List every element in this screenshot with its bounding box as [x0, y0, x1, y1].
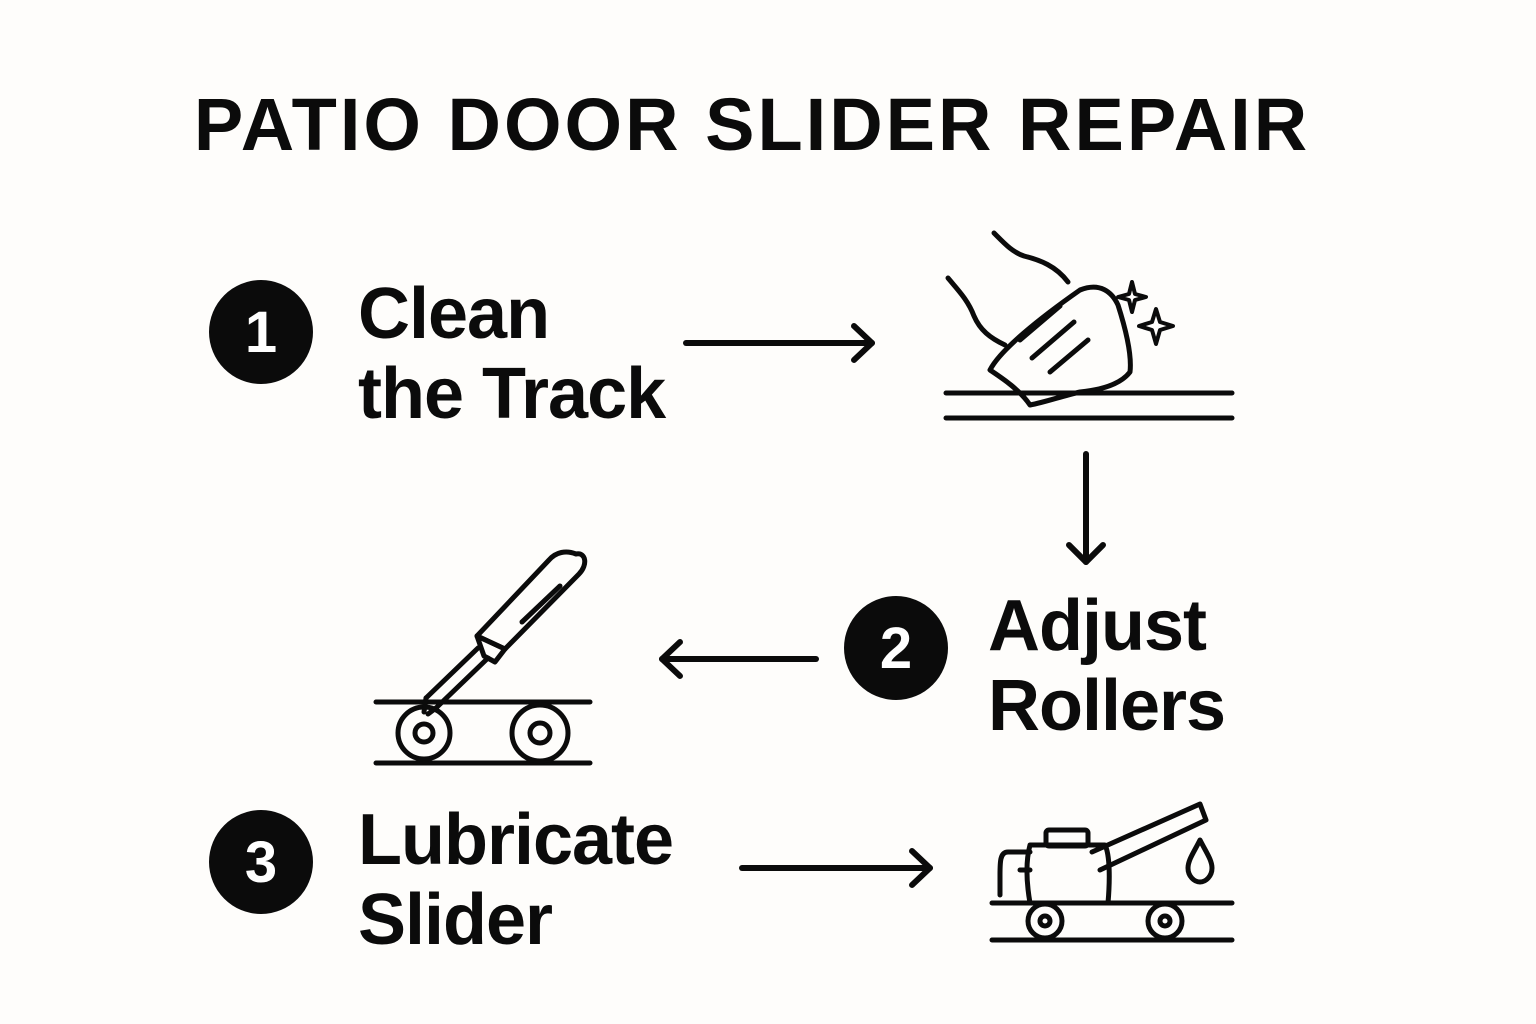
- oil-can-icon: [989, 801, 1235, 943]
- step-1-label-line2: the Track: [358, 354, 666, 434]
- arrow-left: [659, 639, 819, 679]
- step-2-badge: 2: [844, 596, 948, 700]
- step-1-badge: 1: [209, 280, 313, 384]
- step-1-label: Clean the Track: [358, 274, 666, 434]
- page-title: PATIO DOOR SLIDER REPAIR: [193, 83, 1311, 166]
- arrow-down: [1066, 451, 1106, 565]
- step-3-badge: 3: [209, 810, 313, 914]
- step-3-label-line2: Slider: [358, 880, 553, 960]
- arrow-right-1: [683, 323, 875, 363]
- step-2-label: Adjust Rollers: [988, 586, 1226, 746]
- step-3-label-line1: Lubricate: [358, 800, 674, 880]
- arrow-right-3: [739, 848, 933, 888]
- screwdriver-roller-icon: [373, 549, 593, 766]
- step-1-label-line1: Clean: [358, 274, 550, 354]
- step-2-label-line2: Rollers: [988, 666, 1226, 746]
- hand-wiping-track-icon: [943, 230, 1235, 421]
- step-3-label: Lubricate Slider: [358, 800, 674, 960]
- step-2-label-line1: Adjust: [988, 586, 1207, 666]
